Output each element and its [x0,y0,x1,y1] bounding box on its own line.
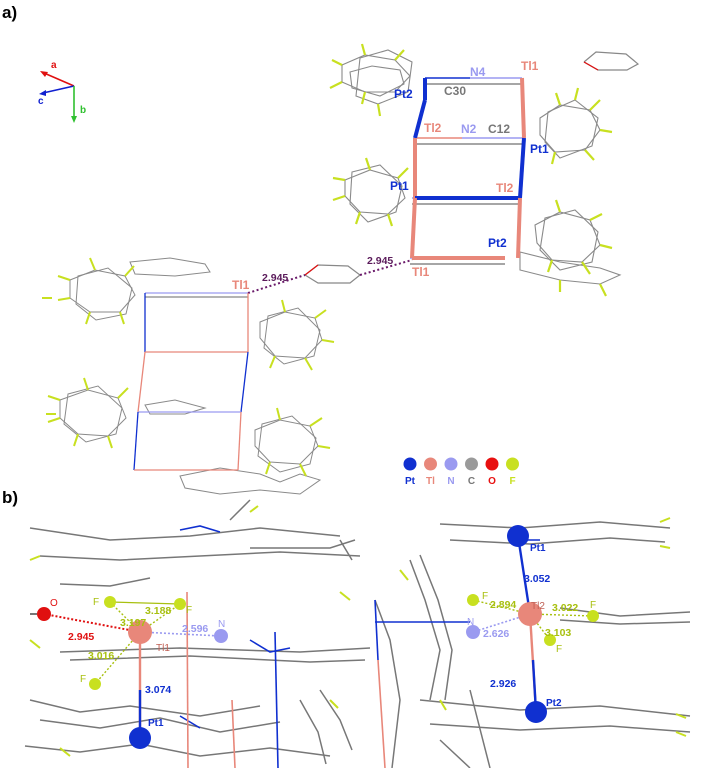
panel-b-left-labels: O F F F N Tl1 Pt1 3.197 3.188 2.945 3.01… [50,597,225,729]
label-b-O: O [50,598,58,609]
label-C30: C30 [444,84,466,98]
dist-b-right-f3: 3.103 [545,627,571,639]
dist-b-right-pt1: 3.052 [524,573,550,585]
axis-c-label: c [38,96,44,107]
aryl-groups-upper [341,49,622,285]
label-Pt2-top: Pt2 [394,87,413,101]
legend-label-o: O [488,476,496,487]
atom-labels-upper: N4 Tl1 Pt2 C30 Tl2 N2 C12 Pt1 Pt1 Tl2 Pt… [390,59,549,279]
label-b-F1: F [93,597,99,608]
dist-b-left-f1: 3.197 [120,617,146,629]
panel-b-left-pink-fragments [186,591,236,768]
label-b-N: N [218,619,225,630]
label-Tl1-left: Tl1 [232,278,250,292]
label-b-F1-right: F [482,591,488,602]
panel-b-left-atoms [30,596,228,749]
label-N4: N4 [470,65,486,79]
legend-label-f: F [509,476,515,487]
tl-o-contacts [247,259,413,294]
dist-b-left-o: 2.945 [68,631,94,643]
label-b-F2-right: F [590,600,596,611]
legend-label-tl: Tl [426,476,435,487]
panel-b-left-wireframe [24,499,371,765]
panel-b-left-peripheral-F [29,505,351,757]
panel-a-label: a) [2,3,17,22]
panel-b-left-blue-fragments [179,525,291,768]
label-Pt1-right: Pt1 [530,142,549,156]
label-b-Tl2: Tl2 [531,601,545,612]
legend-dot-pt [403,457,417,471]
contact-right-distance: 2.945 [367,255,393,267]
aryl-groups-lower [59,257,323,495]
label-Tl1-top: Tl1 [521,59,539,73]
metal-chain-lower [133,292,249,471]
panel-b-right-atoms [466,525,599,723]
label-Tl2-right: Tl2 [496,181,514,195]
legend-dot-tl [424,457,437,471]
dist-b-left-n: 2.596 [182,623,208,635]
dist-b-left-f2: 3.188 [145,605,171,617]
fluorine-atoms-lower [42,257,335,477]
label-C12: C12 [488,122,510,136]
contact-left-distance: 2.945 [262,272,288,284]
element-legend: Pt Tl N C O F [403,457,519,487]
label-b-F2: F [186,605,192,616]
legend-dot-n [444,457,458,471]
axis-triad: a c b [38,60,86,123]
label-b-Pt1: Pt1 [148,718,164,729]
panel-b-right-labels: Pt1 Tl2 N F F F Pt2 3.052 2.894 3.022 3.… [467,543,596,709]
dist-b-right-f1: 2.894 [490,599,516,611]
solvent-ring-center [304,264,361,284]
ligand-backbones-upper [410,77,524,265]
label-Tl1-bottom: Tl1 [412,265,430,279]
panel-b-right-wireframe [374,521,691,768]
label-Pt1-left: Pt1 [390,179,409,193]
panel-b-right-peripheral-F [399,517,687,737]
axis-a-label: a [51,60,57,71]
label-b-Pt2-right: Pt2 [546,698,562,709]
label-N2: N2 [461,122,477,136]
legend-dot-o [485,457,499,471]
dist-b-right-f2: 3.022 [552,602,578,614]
panel-b-right-pink-fragments [377,659,386,768]
dist-b-left-f3: 3.016 [88,650,114,662]
legend-label-n: N [447,476,454,487]
legend-dot-c [465,457,478,471]
dist-b-right-pt2: 2.926 [490,678,516,690]
metal-chain-upper [410,77,526,260]
axis-b-label: b [80,105,86,116]
fluorine-atoms-upper [329,43,613,297]
label-b-Tl1: Tl1 [156,643,170,654]
legend-label-c: C [468,476,475,487]
label-Pt2-bottom: Pt2 [488,236,507,250]
label-b-N-right: N [467,617,474,628]
label-b-F3: F [80,674,86,685]
label-b-Pt1-right: Pt1 [530,543,546,554]
solvent-ring-top [583,51,640,71]
dist-b-right-n: 2.626 [483,628,509,640]
legend-label-pt: Pt [405,476,416,487]
panel-b-label: b) [2,488,18,507]
dist-b-left-pt: 3.074 [145,684,171,696]
label-b-F3-right: F [556,644,562,655]
label-Tl2-up: Tl2 [424,121,442,135]
legend-dot-f [506,457,519,471]
